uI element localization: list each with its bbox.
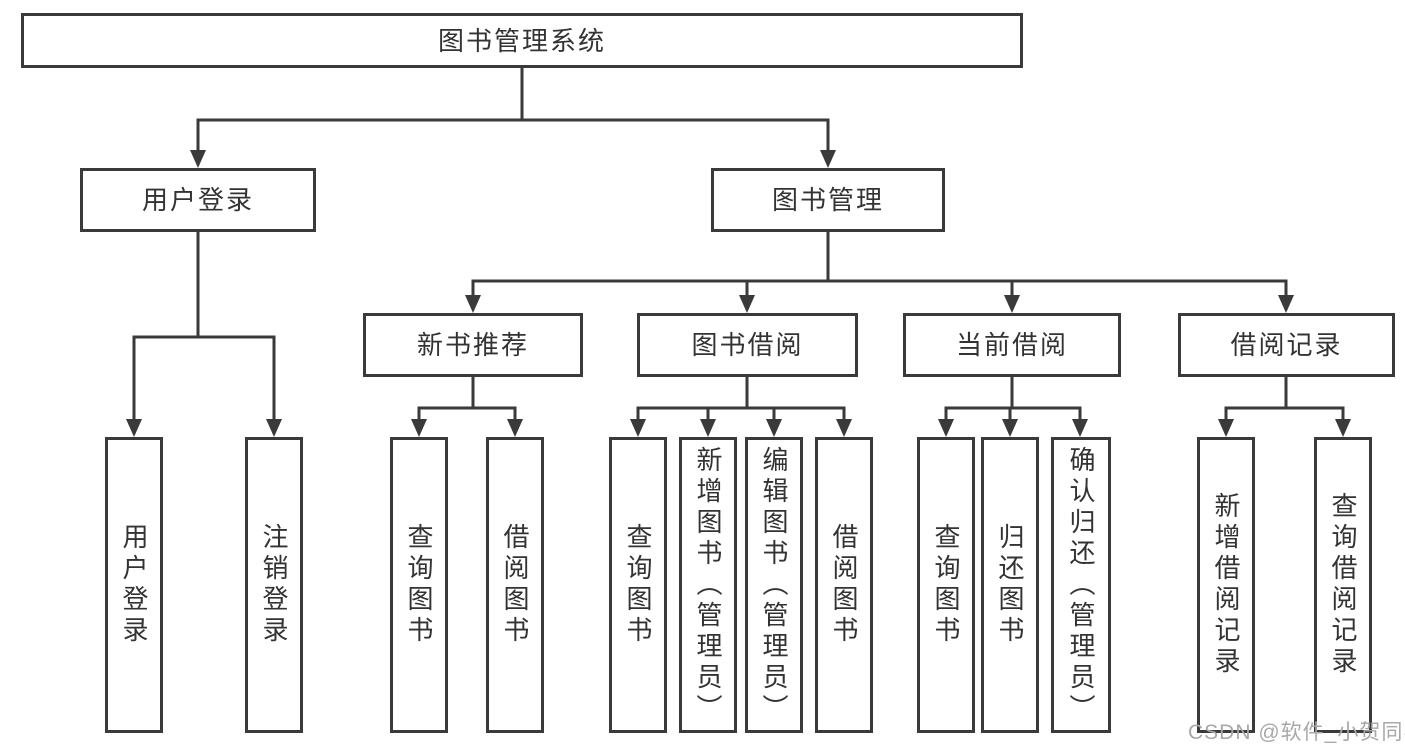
node-borrow-records: 借阅记录 xyxy=(1178,313,1395,377)
arrowhead-icon xyxy=(766,419,782,437)
leaf-records-query-record: 查询借阅记录 xyxy=(1314,437,1372,733)
arrowhead-icon xyxy=(938,419,954,437)
leaf-borrow-borrow-book: 借阅图书 xyxy=(815,437,873,733)
arrowhead-icon xyxy=(465,295,481,313)
arrowhead-icon xyxy=(739,295,755,313)
leaf-current-confirm-return: 确认归还（管理员） xyxy=(1051,437,1111,733)
node-book-management: 图书管理 xyxy=(711,168,945,232)
leaf-recommend-query-book: 查询图书 xyxy=(390,437,448,733)
arrowhead-icon xyxy=(820,150,836,168)
leaf-borrow-query-book: 查询图书 xyxy=(609,437,667,733)
arrowhead-icon xyxy=(1218,419,1234,437)
arrowhead-icon xyxy=(411,419,427,437)
arrowhead-icon xyxy=(700,419,716,437)
arrowhead-icon xyxy=(630,419,646,437)
node-root: 图书管理系统 xyxy=(21,13,1023,68)
arrowhead-icon xyxy=(190,150,206,168)
node-current-borrow: 当前借阅 xyxy=(903,313,1121,377)
arrowhead-icon xyxy=(1072,419,1088,437)
leaf-records-add-record: 新增借阅记录 xyxy=(1197,437,1255,733)
leaf-logout-login: 注销登录 xyxy=(245,437,303,733)
arrowhead-icon xyxy=(1278,295,1294,313)
node-user-login: 用户登录 xyxy=(80,168,316,232)
node-book-borrow: 图书借阅 xyxy=(637,313,858,377)
arrowhead-icon xyxy=(507,419,523,437)
leaf-user-login: 用户登录 xyxy=(105,437,163,733)
leaf-recommend-borrow-book: 借阅图书 xyxy=(486,437,544,733)
arrowhead-icon xyxy=(1335,419,1351,437)
leaf-borrow-add-book: 新增图书（管理员） xyxy=(679,437,737,733)
arrowhead-icon xyxy=(126,419,142,437)
arrowhead-icon xyxy=(836,419,852,437)
arrowhead-icon xyxy=(266,419,282,437)
node-new-book-recommend: 新书推荐 xyxy=(363,313,583,377)
leaf-borrow-edit-book: 编辑图书（管理员） xyxy=(745,437,803,733)
leaf-current-return-book: 归还图书 xyxy=(981,437,1039,733)
leaf-current-query-book: 查询图书 xyxy=(917,437,975,733)
arrowhead-icon xyxy=(1002,419,1018,437)
arrowhead-icon xyxy=(1004,295,1020,313)
